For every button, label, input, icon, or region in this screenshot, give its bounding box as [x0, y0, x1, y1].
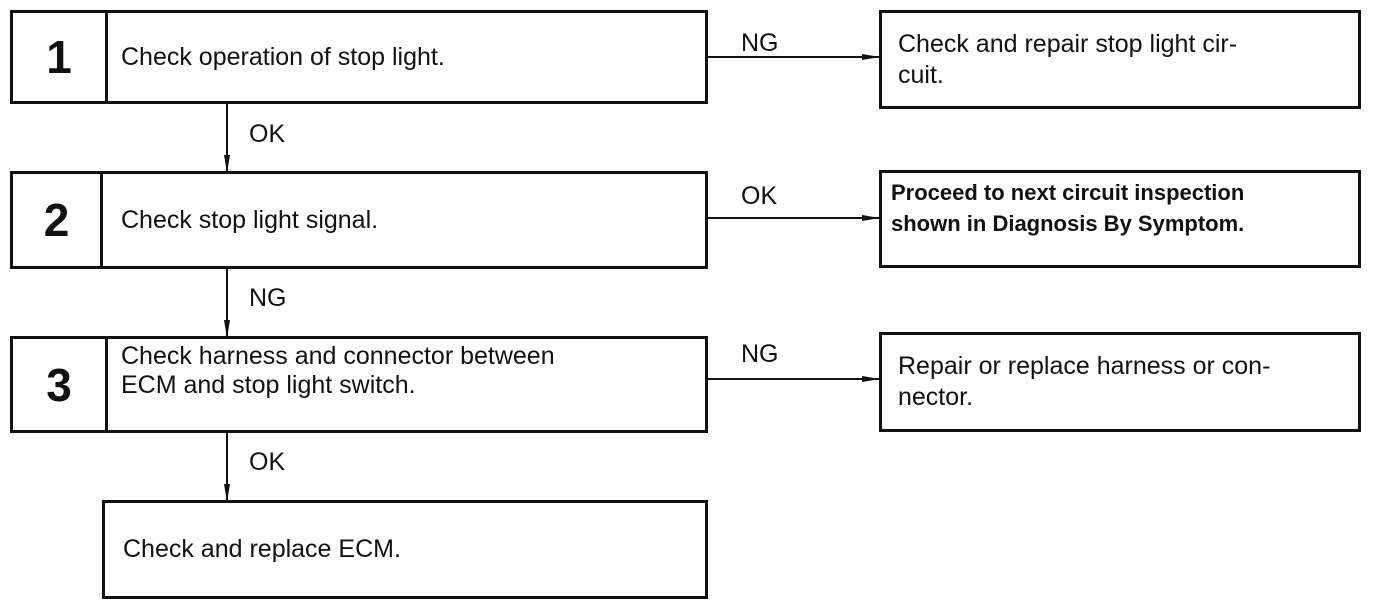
result-box-1: Check and repair stop light cir- cuit.	[879, 10, 1361, 109]
label-step3-right: NG	[741, 340, 779, 368]
step-number-3: 3	[13, 339, 108, 430]
final-text: Check and replace ECM.	[123, 535, 401, 563]
step-box-1: 1 Check operation of stop light.	[10, 10, 708, 104]
final-box: Check and replace ECM.	[102, 500, 708, 599]
result-text-2: Proceed to next circuit inspection shown…	[891, 180, 1245, 236]
result-text-3: Repair or replace harness or con- nector…	[898, 352, 1271, 411]
step-number-2: 2	[13, 174, 103, 266]
step-text-1: Check operation of stop light.	[121, 42, 445, 71]
label-step2-down: NG	[249, 284, 287, 312]
step-box-3: 3 Check harness and connector between EC…	[10, 336, 708, 433]
result-box-2: Proceed to next circuit inspection shown…	[879, 170, 1361, 268]
result-text-1: Check and repair stop light cir- cuit.	[898, 29, 1238, 89]
step-text-3: Check harness and connector between ECM …	[121, 342, 555, 399]
label-step1-down: OK	[249, 120, 286, 148]
label-step3-down: OK	[249, 448, 286, 476]
step-number-1: 1	[13, 13, 108, 101]
label-step1-right: NG	[741, 29, 779, 57]
step-box-2: 2 Check stop light signal.	[10, 171, 708, 269]
label-step2-right: OK	[741, 182, 778, 210]
step-text-2: Check stop light signal.	[121, 205, 379, 234]
result-box-3: Repair or replace harness or con- nector…	[879, 332, 1361, 432]
